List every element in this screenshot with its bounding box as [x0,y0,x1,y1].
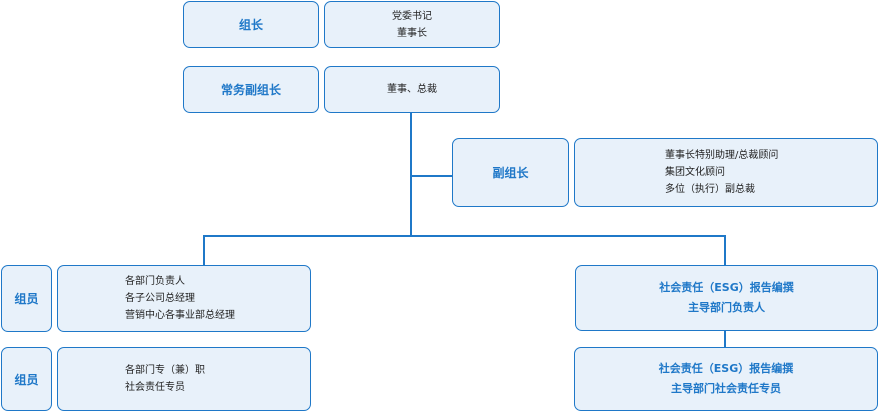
members-2-roles-box: 各部门专（兼）职 社会责任专员 [57,347,311,411]
esg-lead-box: 社会责任（ESG）报告编撰 主导部门负责人 [575,265,878,331]
members-1-title: 组员 [14,292,39,306]
members-1-title-box: 组员 [1,265,52,332]
exec-leader-role-1: 董事、总裁 [387,84,437,95]
exec-leader-roles-box: 董事、总裁 [324,66,500,113]
connector-right-lower [724,331,726,347]
members-1-role-1: 各部门负责人 [125,276,185,287]
esg-specialist-line-1: 社会责任（ESG）报告编撰 [658,362,794,375]
connector-vice-branch [411,175,452,177]
esg-specialist-line-2: 主导部门社会责任专员 [671,382,781,395]
vice-leader-role-3: 多位（执行）副总裁 [665,184,755,195]
vice-leader-title-box: 副组长 [452,138,569,207]
vice-leader-title: 副组长 [492,166,529,180]
members-2-role-1: 各部门专（兼）职 [125,365,205,376]
connector-right-drop [724,235,726,265]
members-2-title: 组员 [14,372,39,387]
leader-title-box: 组长 [183,1,319,48]
connector-left-drop [203,235,205,265]
vice-leader-role-2: 集团文化顾问 [665,167,725,178]
exec-leader-title-box: 常务副组长 [183,66,319,113]
connector-horizontal-bus [203,235,726,237]
vice-leader-roles-box: 董事长特别助理/总裁顾问 集团文化顾问 多位（执行）副总裁 [574,138,878,207]
connector-main-vertical [410,113,412,236]
members-1-role-2: 各子公司总经理 [125,293,195,304]
members-2-role-2: 社会责任专员 [125,382,185,393]
members-2-title-box: 组员 [1,347,52,411]
leader-title: 组长 [238,18,263,32]
members-1-role-3: 营销中心各事业部总经理 [125,310,235,321]
leader-roles-box: 党委书记 董事长 [324,1,500,48]
esg-lead-line-2: 主导部门负责人 [688,301,765,314]
esg-specialist-box: 社会责任（ESG）报告编撰 主导部门社会责任专员 [574,347,878,411]
leader-role-1: 党委书记 [392,10,432,22]
esg-lead-line-1: 社会责任（ESG）报告编撰 [659,281,794,294]
vice-leader-role-1: 董事长特别助理/总裁顾问 [665,150,779,161]
members-1-roles-box: 各部门负责人 各子公司总经理 营销中心各事业部总经理 [57,265,311,332]
leader-role-2: 董事长 [397,27,427,39]
exec-leader-title: 常务副组长 [220,83,281,97]
